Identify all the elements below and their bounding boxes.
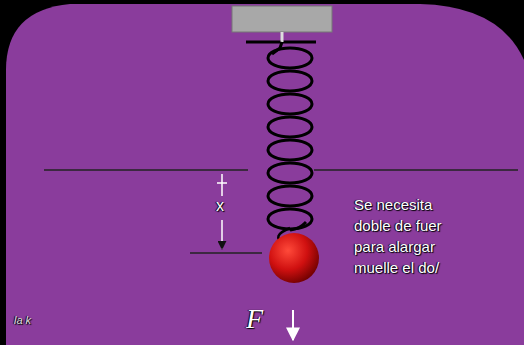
note-text: Se necesita doble de fuer para alargar m… <box>354 194 460 278</box>
force-arrow <box>292 310 294 340</box>
spring-coil <box>268 42 312 230</box>
dimension-label: x <box>216 197 224 215</box>
force-label: F <box>246 304 263 335</box>
note-fragment: la k <box>14 314 31 326</box>
coil-bottom <box>290 222 306 230</box>
coil-winding <box>268 117 312 137</box>
dimension-line <box>221 220 223 249</box>
background-panel <box>6 4 524 345</box>
coil-winding <box>268 209 312 229</box>
coil-winding <box>268 71 312 91</box>
hanger <box>281 32 284 42</box>
stretched-line <box>190 252 262 254</box>
coil-winding <box>268 186 312 206</box>
dimension-line <box>221 174 223 196</box>
rest-line <box>314 169 518 171</box>
rest-line <box>44 169 248 171</box>
ceiling-plate <box>232 6 332 32</box>
coil-top <box>272 42 282 54</box>
coil-winding <box>268 94 312 114</box>
mass-ball <box>269 233 319 283</box>
coil-winding <box>268 163 312 183</box>
coil-winding <box>268 140 312 160</box>
